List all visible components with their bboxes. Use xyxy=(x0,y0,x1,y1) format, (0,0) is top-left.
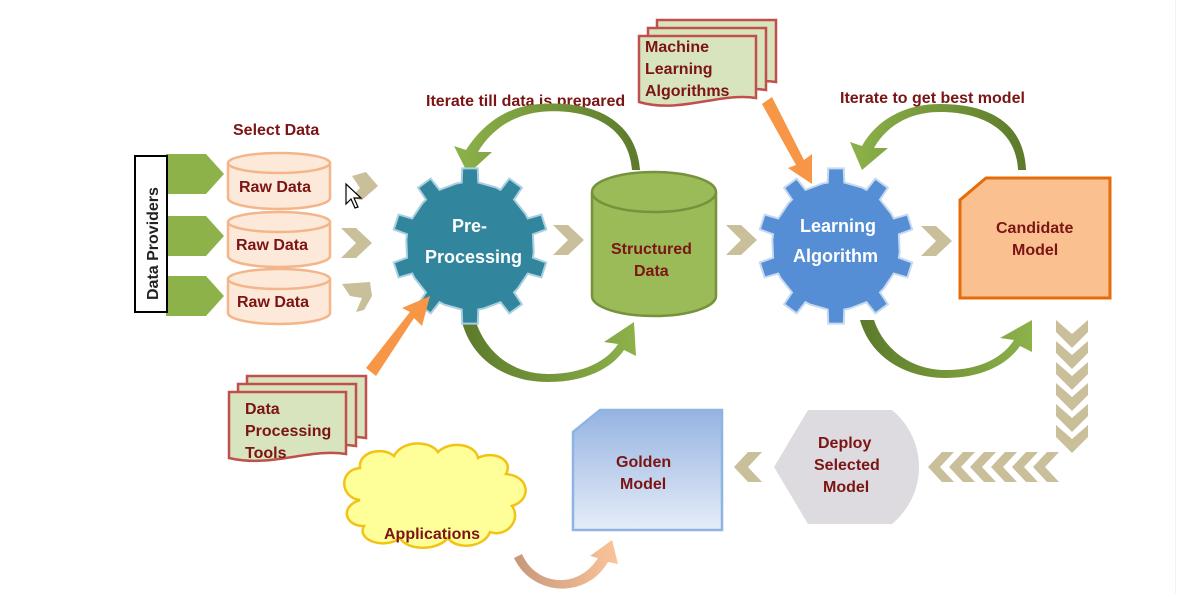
select-data-label: Select Data xyxy=(233,122,319,139)
svg-text:Golden: Golden xyxy=(616,454,671,471)
svg-text:Raw Data: Raw Data xyxy=(236,237,308,254)
chevron-right-icon xyxy=(726,225,757,255)
data-providers-label: Data Providers xyxy=(145,187,162,300)
svg-text:Data: Data xyxy=(634,263,669,280)
svg-text:Processing: Processing xyxy=(425,247,522,267)
raw-data-cylinder: Raw Data xyxy=(226,151,332,211)
mouse-cursor-icon xyxy=(345,182,363,209)
svg-text:Model: Model xyxy=(620,476,666,493)
svg-text:Deploy: Deploy xyxy=(818,435,871,452)
arrow-applications-to-golden xyxy=(514,540,618,589)
svg-text:Tools: Tools xyxy=(245,445,287,462)
loop-arrow-top-right xyxy=(850,104,1026,170)
provider-arrow xyxy=(166,154,224,194)
chevron-left-icon xyxy=(1012,452,1038,482)
loop-arrow-top-left xyxy=(454,103,640,174)
svg-text:Structured: Structured xyxy=(611,241,692,258)
chevron-down-icon xyxy=(1056,383,1088,411)
structured-data-cylinder: Structured Data xyxy=(590,170,718,318)
candidate-model-box: Candidate Model xyxy=(958,176,1112,300)
svg-text:Model: Model xyxy=(823,479,869,496)
chevron-down-chain xyxy=(1056,320,1088,453)
svg-text:Learning: Learning xyxy=(645,61,713,78)
iterate-model-label: Iterate to get best model xyxy=(840,90,1025,107)
applications-cloud: Applications xyxy=(343,442,527,549)
golden-model-box: Golden Model xyxy=(571,408,724,532)
chevron-left-icon xyxy=(949,452,975,482)
chevron-down-icon xyxy=(1056,425,1088,453)
raw-data-cylinder: Raw Data xyxy=(226,267,332,326)
svg-text:Model: Model xyxy=(1012,242,1058,259)
svg-text:Candidate: Candidate xyxy=(996,220,1073,237)
provider-arrow xyxy=(166,276,224,316)
chevron-left-icon xyxy=(991,452,1017,482)
data-providers-group: Data Providers xyxy=(134,154,224,316)
chevron-down-icon xyxy=(1056,341,1088,369)
chevron-down-icon xyxy=(1056,320,1088,348)
chevron-down-icon xyxy=(1056,404,1088,432)
ml-algorithms-docs: Machine Learning Algorithms xyxy=(637,18,778,107)
svg-text:Applications: Applications xyxy=(384,526,480,543)
right-edge-divider xyxy=(1175,0,1176,594)
svg-text:Learning: Learning xyxy=(800,216,876,236)
svg-text:Algorithms: Algorithms xyxy=(645,83,730,100)
chevron-right-icon xyxy=(921,226,952,256)
chevron-left-chain xyxy=(928,452,1059,482)
provider-arrow xyxy=(166,216,224,256)
chevron-right-icon xyxy=(350,172,378,200)
svg-text:Data: Data xyxy=(245,401,280,418)
svg-text:Pre-: Pre- xyxy=(452,216,487,236)
data-processing-tools-docs: Data Processing Tools xyxy=(227,374,368,463)
svg-text:Algorithm: Algorithm xyxy=(793,246,878,266)
svg-text:Raw Data: Raw Data xyxy=(237,294,309,311)
loop-arrow-bottom-right xyxy=(860,320,1032,378)
svg-text:Raw Data: Raw Data xyxy=(239,179,311,196)
chevron-right-icon xyxy=(341,228,372,258)
chevron-down-icon xyxy=(1056,362,1088,390)
svg-text:Processing: Processing xyxy=(245,423,331,440)
chevron-right-icon xyxy=(342,282,372,312)
preprocessing-gear: Pre- Processing xyxy=(392,167,548,325)
chevron-left-icon xyxy=(970,452,996,482)
chevron-left-icon xyxy=(928,452,954,482)
data-providers-box xyxy=(134,155,168,313)
chevron-left-icon xyxy=(734,452,762,482)
loop-arrow-bottom-left xyxy=(462,322,636,382)
learning-algorithm-gear: Learning Algorithm xyxy=(758,167,914,325)
chevron-right-icon xyxy=(553,225,584,255)
svg-text:Selected: Selected xyxy=(814,457,880,474)
svg-text:Machine: Machine xyxy=(645,39,709,56)
chevron-left-icon xyxy=(1033,452,1059,482)
deploy-selected-model-shape: Deploy Selected Model xyxy=(774,410,919,524)
orange-arrow-tools-to-preprocessing xyxy=(366,296,430,376)
raw-data-cylinder: Raw Data xyxy=(226,210,332,269)
orange-arrow-ml-to-learning xyxy=(762,97,812,184)
